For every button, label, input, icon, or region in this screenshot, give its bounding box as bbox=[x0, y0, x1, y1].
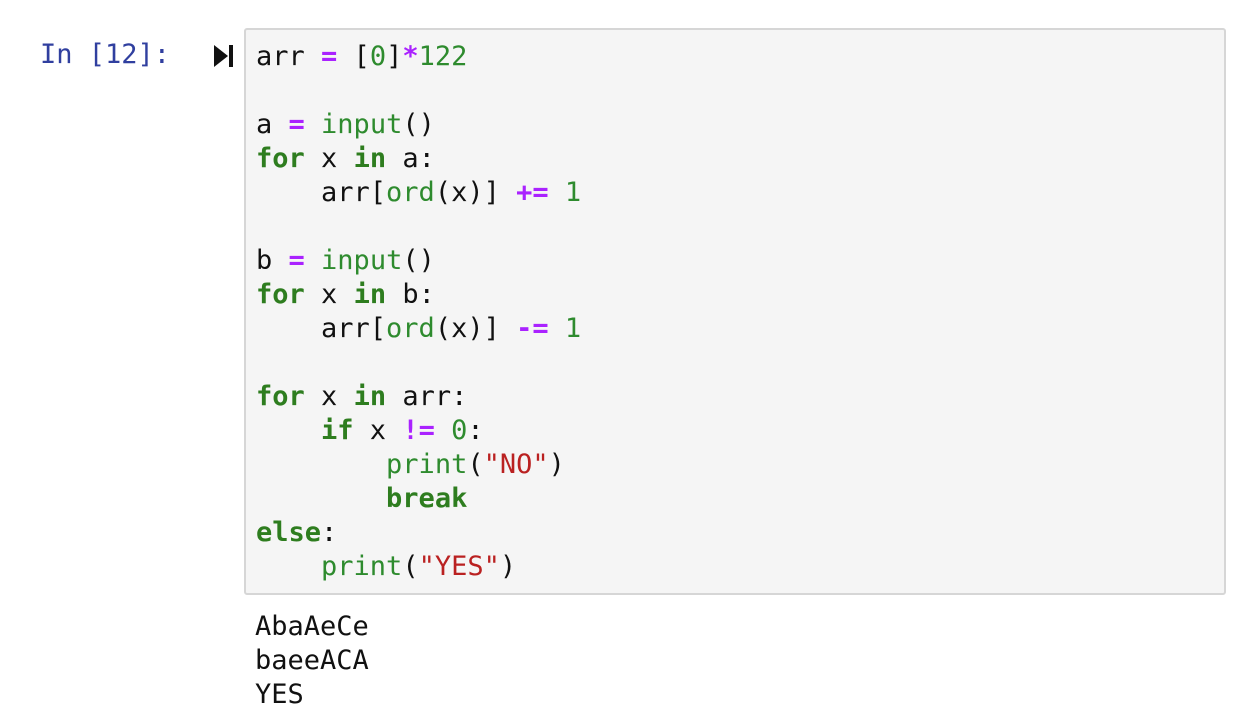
code-token: 1 bbox=[564, 313, 582, 344]
cell-prompt: In [12]: bbox=[40, 39, 171, 70]
code-token bbox=[305, 109, 321, 140]
code-token bbox=[256, 415, 321, 446]
code-token bbox=[549, 313, 565, 344]
code-token: [ bbox=[337, 41, 370, 72]
output-line: AbaAeCe bbox=[255, 611, 369, 642]
code-token: = bbox=[321, 41, 338, 72]
code-token: arr: bbox=[386, 381, 468, 412]
code-token: in bbox=[353, 279, 387, 310]
code-token: x bbox=[353, 415, 403, 446]
code-token: ) bbox=[548, 449, 565, 480]
code-line: print("YES") bbox=[256, 550, 581, 584]
output-line: YES bbox=[255, 679, 304, 710]
code-token: 122 bbox=[418, 41, 468, 72]
code-line: arr[ord(x)] += 1 bbox=[256, 176, 581, 210]
code-token: a bbox=[256, 109, 289, 140]
code-token: in bbox=[353, 143, 387, 174]
code-line bbox=[256, 346, 581, 380]
code-token: in bbox=[353, 381, 387, 412]
code-line bbox=[256, 74, 581, 108]
code-token: input bbox=[321, 109, 403, 140]
code-token: for bbox=[256, 279, 305, 310]
code-token: += bbox=[516, 177, 549, 208]
code-token bbox=[256, 483, 386, 514]
code-token: "NO" bbox=[483, 449, 549, 480]
code-token: 1 bbox=[564, 177, 582, 208]
code-token: arr[ bbox=[256, 177, 387, 208]
code-token: () bbox=[402, 245, 435, 276]
code-token: "YES" bbox=[418, 551, 500, 582]
code-line: for x in arr: bbox=[256, 380, 581, 414]
code-token bbox=[256, 551, 321, 582]
code-token bbox=[256, 449, 386, 480]
code-token: b bbox=[256, 245, 289, 276]
code-token: a: bbox=[386, 143, 435, 174]
code-line: if x != 0: bbox=[256, 414, 581, 448]
code-line bbox=[256, 210, 581, 244]
code-token: * bbox=[402, 41, 419, 72]
code-token: arr bbox=[256, 41, 322, 72]
code-token: ord bbox=[386, 313, 435, 344]
code-token: for bbox=[256, 143, 305, 174]
code-token: = bbox=[288, 245, 305, 276]
code-line: arr[ord(x)] -= 1 bbox=[256, 312, 581, 346]
code-token: ord bbox=[386, 177, 435, 208]
code-line: print("NO") bbox=[256, 448, 581, 482]
code-token: (x)] bbox=[434, 313, 517, 344]
code-token: x bbox=[304, 279, 354, 310]
code-token bbox=[305, 245, 321, 276]
code-token: for bbox=[256, 381, 305, 412]
code-token bbox=[435, 415, 451, 446]
code-token: break bbox=[386, 483, 468, 514]
code-token: print bbox=[386, 449, 468, 480]
code-line: else: bbox=[256, 516, 581, 550]
code-line: a = input() bbox=[256, 108, 581, 142]
code-token: -= bbox=[516, 313, 549, 344]
code-token: : bbox=[321, 517, 338, 548]
code-token: 0 bbox=[369, 41, 387, 72]
code-token: input bbox=[321, 245, 403, 276]
code-token: != bbox=[402, 415, 435, 446]
code-token: x bbox=[304, 381, 354, 412]
code-line: for x in a: bbox=[256, 142, 581, 176]
code-token: arr[ bbox=[256, 313, 387, 344]
code-line: break bbox=[256, 482, 581, 516]
code-token: () bbox=[402, 109, 435, 140]
code-token: x bbox=[304, 143, 354, 174]
code-token: ( bbox=[402, 551, 419, 582]
code-token: : bbox=[467, 415, 484, 446]
run-cell-icon[interactable] bbox=[214, 45, 234, 67]
code-token: else bbox=[256, 517, 322, 548]
code-token: (x)] bbox=[434, 177, 517, 208]
code-token: if bbox=[321, 415, 354, 446]
code-token bbox=[549, 177, 565, 208]
code-token: ] bbox=[386, 41, 403, 72]
code-token: b: bbox=[386, 279, 435, 310]
code-token: print bbox=[321, 551, 403, 582]
code-line: for x in b: bbox=[256, 278, 581, 312]
code-token: ) bbox=[499, 551, 517, 582]
output-line: baeeACA bbox=[255, 645, 369, 676]
code-token: ( bbox=[467, 449, 484, 480]
code-token: = bbox=[288, 109, 305, 140]
code-token: 0 bbox=[451, 415, 468, 446]
code-line: arr = [0]*122 bbox=[256, 40, 581, 74]
code-line: b = input() bbox=[256, 244, 581, 278]
